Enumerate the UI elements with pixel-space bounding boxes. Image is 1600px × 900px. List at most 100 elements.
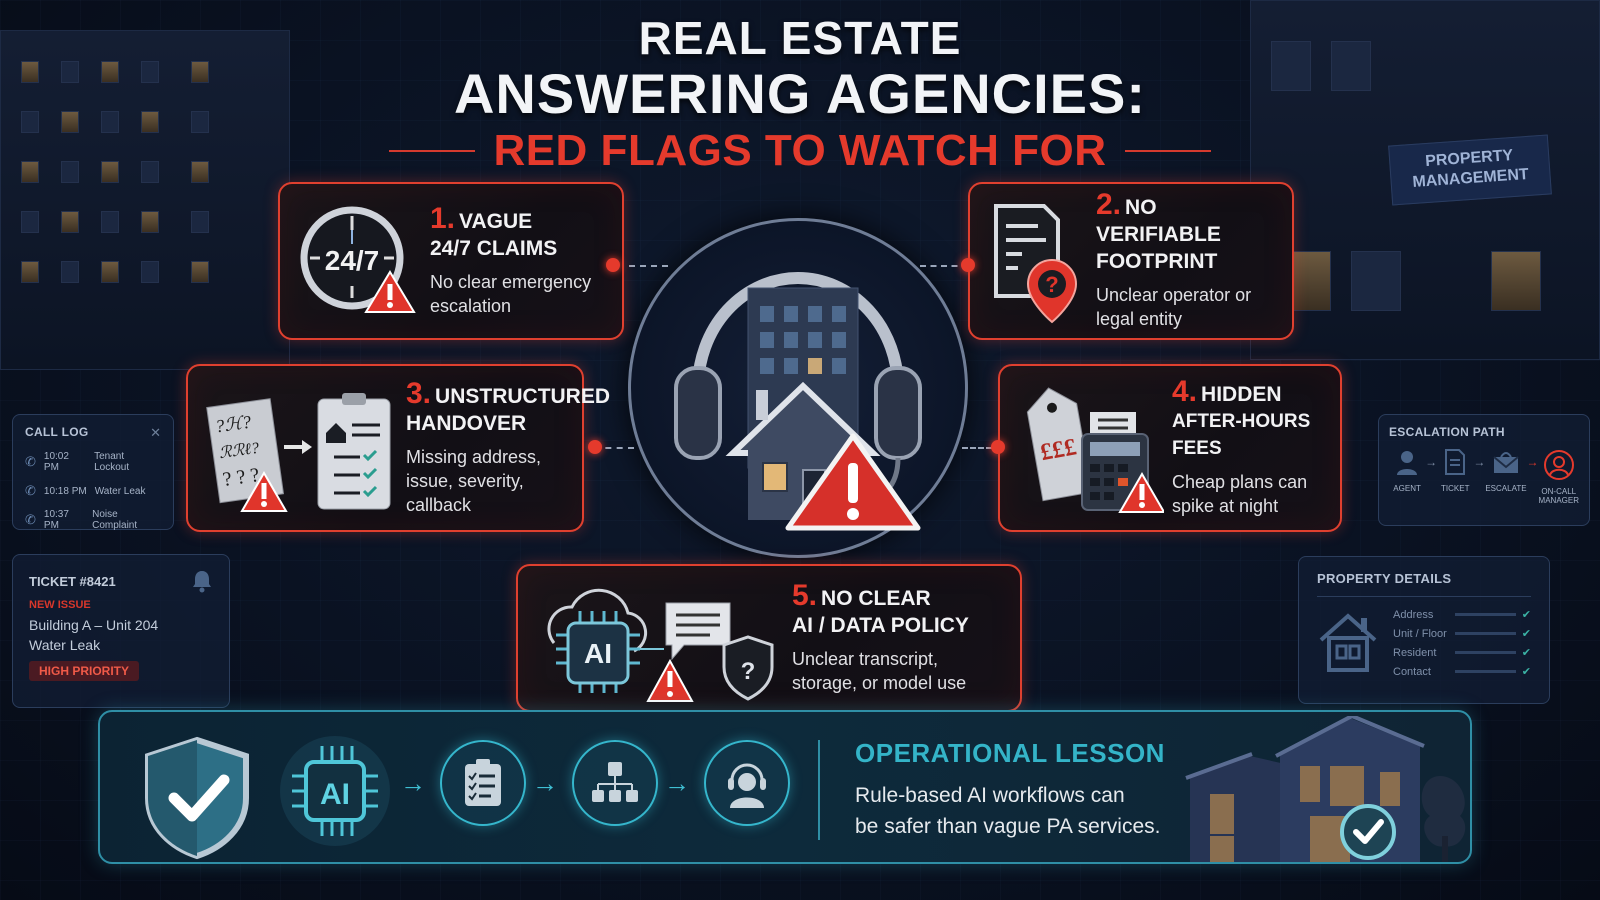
card-title-line2: 24/7 CLAIMS <box>430 236 558 260</box>
property-field: Contact✔ <box>1393 665 1531 679</box>
ticket-panel: TICKET #8421 NEW ISSUE Building A – Unit… <box>12 554 230 708</box>
arrow-icon: → <box>1526 455 1539 469</box>
page-title: REAL ESTATE ANSWERING AGENCIES: RED FLAG… <box>0 12 1600 176</box>
ai-chip-chat-shield-icon: AI ? <box>534 573 784 703</box>
background-building-left <box>0 30 290 370</box>
call-label: Noise Complaint <box>92 509 138 531</box>
headset-agent-icon <box>704 740 790 826</box>
call-time: 10:37 PM <box>43 509 69 531</box>
connector-dot-2 <box>961 258 975 272</box>
card-description: Missing address, issue, severity, callba… <box>406 446 542 515</box>
card-title: 4.HIDDEN <box>1172 375 1282 408</box>
escalation-step: TICKET <box>1437 449 1473 493</box>
red-flag-card-1: 24/7 1.VAGUE 24/7 CLAIMS No clear emerge… <box>278 182 624 340</box>
arrow-icon: → <box>1425 455 1438 469</box>
call-time: 10:18 PM <box>43 485 87 497</box>
modern-house-illustration <box>1185 716 1466 862</box>
card-number: 4. <box>1172 375 1198 408</box>
svg-text:AI: AI <box>584 638 612 669</box>
escalation-title: ESCALATION PATH <box>1389 425 1505 439</box>
check-icon: ✔ <box>1521 628 1531 640</box>
call-log-entry[interactable]: ✆ 10:02 PM Tenant Lockout <box>25 451 161 473</box>
svg-text:?: ? <box>1045 272 1058 297</box>
check-icon: ✔ <box>1521 609 1531 621</box>
card-title-line2: AI / DATA POLICY <box>792 613 969 637</box>
call-label: Water Leak <box>94 485 146 497</box>
check-icon: ✔ <box>1521 666 1531 678</box>
messy-note-to-checklist-icon: ?ℋ? ℛℛℓ? ? ? ? <box>202 383 394 513</box>
property-field: Unit / Floor✔ <box>1393 627 1531 641</box>
title-rule-left <box>389 150 476 152</box>
house-icon <box>1319 613 1377 672</box>
ai-chip-icon: AI <box>280 736 390 846</box>
card-title-line2: HANDOVER <box>406 411 527 435</box>
shield-check-icon <box>145 736 249 860</box>
call-log-title: CALL LOG <box>25 425 89 439</box>
escalation-step: ESCALATE <box>1485 449 1527 493</box>
call-time: 10:02 PM <box>43 451 69 473</box>
user-icon <box>1397 451 1418 475</box>
manager-user-icon <box>1543 450 1574 480</box>
card-number: 2. <box>1096 188 1122 221</box>
red-flag-card-5: AI ? 5.NO CLEAR AI / DATA POLICY Unclear… <box>516 564 1022 712</box>
phone-icon: ✆ <box>25 454 36 469</box>
title-rule-right <box>1124 150 1211 152</box>
envelope-icon <box>1493 452 1519 473</box>
card-description: No clear emergency escalation <box>430 271 592 316</box>
phone-icon: ✆ <box>25 512 36 527</box>
property-details-panel: PROPERTY DETAILS Address✔ Unit / Floor✔ … <box>1298 556 1550 704</box>
price-tag-calculator-icon: £££ <box>1014 378 1166 518</box>
svg-text:?ℋ?: ?ℋ? <box>214 412 252 437</box>
connector-dot-4 <box>991 440 1005 454</box>
hierarchy-icon <box>572 740 658 826</box>
lesson-divider <box>818 740 820 840</box>
ticket-title: TICKET #8421 <box>29 573 116 589</box>
card-title: 2.NO VERIFIABLE <box>1096 188 1221 247</box>
card-description: Unclear transcript, storage, or model us… <box>792 648 967 693</box>
arrow-icon: → <box>664 768 690 798</box>
card-title: 1.VAGUE <box>430 201 533 235</box>
close-icon[interactable]: ✕ <box>150 425 161 440</box>
call-log-entry[interactable]: ✆ 10:18 PM Water Leak <box>25 483 161 499</box>
property-details-title: PROPERTY DETAILS <box>1317 571 1452 586</box>
svg-text:AI: AI <box>320 778 350 811</box>
lesson-text: Rule-based AI workflows can be safer tha… <box>855 784 1161 838</box>
lesson-title: OPERATIONAL LESSON <box>855 738 1165 768</box>
connector-dot-3 <box>588 440 602 454</box>
document-icon <box>1445 449 1466 475</box>
call-log-entry[interactable]: ✆ 10:37 PM Noise Complaint <box>25 509 161 531</box>
escalation-step: AGENT <box>1389 449 1425 493</box>
card-number: 3. <box>406 376 432 410</box>
property-field: Resident✔ <box>1393 646 1531 660</box>
property-field: Address✔ <box>1393 608 1531 622</box>
card-description: Cheap plans can spike at night <box>1172 472 1308 516</box>
red-flag-card-2: ? 2.NO VERIFIABLE FOOTPRINT Unclear oper… <box>968 182 1294 340</box>
arrow-icon: → <box>400 768 426 798</box>
svg-text:£££: £££ <box>1038 434 1078 466</box>
bell-icon[interactable] <box>191 569 213 593</box>
connector-line-3 <box>594 447 634 449</box>
center-graphic <box>628 218 968 558</box>
arrow-icon: → <box>532 768 558 798</box>
escalation-path-panel: ESCALATION PATH AGENT → TICKET → ESCALAT… <box>1378 414 1590 526</box>
card-number: 5. <box>792 578 818 612</box>
ticket-location: Building A – Unit 204 <box>29 617 159 633</box>
connector-line-1 <box>618 265 668 267</box>
connector-dot-1 <box>606 258 620 272</box>
card-title-line2: AFTER-HOURS FEES <box>1172 411 1311 459</box>
subtitle: RED FLAGS TO WATCH FOR <box>493 126 1107 175</box>
card-description: Unclear operator or legal entity <box>1096 285 1252 329</box>
check-icon: ✔ <box>1521 647 1531 659</box>
card-title: 3.UNSTRUCTURED <box>406 376 611 410</box>
ticket-issue: Water Leak <box>29 637 101 653</box>
priority-badge: HIGH PRIORITY <box>29 661 140 681</box>
svg-text:? ? ?: ? ? ? <box>221 464 260 491</box>
card-title: 5.NO CLEAR <box>792 578 931 612</box>
card-title-line2: FOOTPRINT <box>1096 250 1218 273</box>
escalation-step: ON-CALL MANAGER <box>1539 449 1579 505</box>
title-line2: ANSWERING AGENCIES: <box>453 62 1147 125</box>
call-label: Tenant Lockout <box>94 451 130 473</box>
phone-icon: ✆ <box>25 483 36 498</box>
headset-building-house-warning-icon <box>674 272 922 531</box>
checklist-icon <box>440 740 526 826</box>
